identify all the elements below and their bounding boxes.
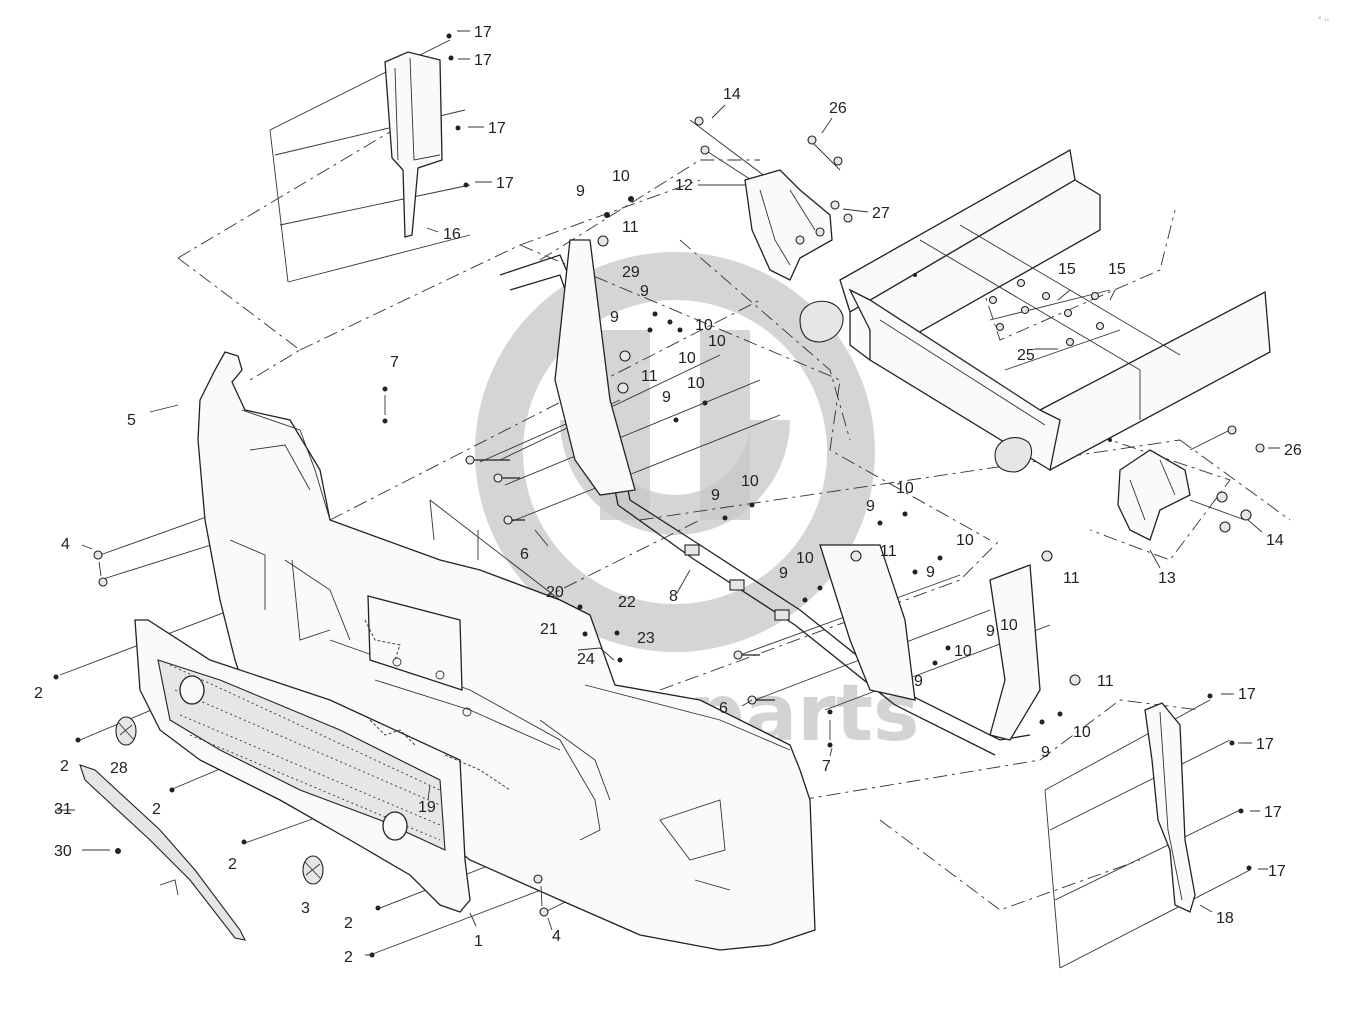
callout-2: 2 bbox=[34, 685, 43, 702]
callout-10: 10 bbox=[956, 532, 974, 549]
bumper-beam-8 bbox=[499, 239, 1041, 756]
callout-10: 10 bbox=[1073, 724, 1091, 741]
callout-9: 9 bbox=[610, 309, 619, 326]
right-corner-bracket-18 bbox=[1144, 693, 1252, 913]
corner-mark: ° ‹‹ bbox=[1318, 16, 1330, 24]
callout-7: 7 bbox=[822, 758, 831, 775]
callout-11: 11 bbox=[1063, 570, 1080, 587]
callout-19: 19 bbox=[418, 799, 436, 816]
chassis-frame bbox=[799, 148, 1271, 473]
callout-11: 11 bbox=[641, 368, 658, 385]
callout-13: 13 bbox=[1158, 570, 1176, 587]
callout-15: 15 bbox=[1058, 261, 1076, 278]
callout-3: 3 bbox=[301, 900, 310, 917]
callout-25: 25 bbox=[1017, 347, 1035, 364]
callout-10: 10 bbox=[896, 480, 914, 497]
callout-17: 17 bbox=[1238, 686, 1256, 703]
small-parts-20-24 bbox=[429, 499, 623, 663]
callout-7: 7 bbox=[390, 354, 399, 371]
callout-10: 10 bbox=[678, 350, 696, 367]
grille-panel-1 bbox=[134, 619, 471, 913]
callout-2: 2 bbox=[344, 915, 353, 932]
callout-10: 10 bbox=[741, 473, 759, 490]
callout-16: 16 bbox=[443, 226, 461, 243]
callout-11: 11 bbox=[1097, 673, 1114, 690]
callout-30: 30 bbox=[54, 843, 72, 860]
fasteners bbox=[694, 116, 1265, 453]
mesh-strip-31 bbox=[79, 764, 246, 941]
callout-17: 17 bbox=[488, 120, 506, 137]
callout-9: 9 bbox=[866, 498, 875, 515]
callout-9: 9 bbox=[926, 564, 935, 581]
beam-fasteners bbox=[382, 196, 1081, 748]
lower-trim-19 bbox=[364, 619, 511, 791]
callout-10: 10 bbox=[796, 550, 814, 567]
callout-10: 10 bbox=[695, 317, 713, 334]
callout-labels: 17 17 17 17 16 14 26 12 27 15 15 25 26 1… bbox=[34, 24, 1302, 966]
callout-14: 14 bbox=[1266, 532, 1284, 549]
bumper-shell-5 bbox=[197, 351, 816, 951]
fog-grill-28 bbox=[115, 716, 137, 746]
callout-31: 31 bbox=[54, 801, 72, 818]
left-corner-bracket-16 bbox=[384, 33, 469, 238]
callout-21: 21 bbox=[540, 621, 558, 638]
callout-17: 17 bbox=[1264, 804, 1282, 821]
callout-9: 9 bbox=[1041, 744, 1050, 761]
callout-9: 9 bbox=[711, 487, 720, 504]
callout-26: 26 bbox=[829, 100, 847, 117]
callout-9: 9 bbox=[779, 565, 788, 582]
callout-12: 12 bbox=[675, 177, 693, 194]
callout-15: 15 bbox=[1108, 261, 1126, 278]
callout-10: 10 bbox=[612, 168, 630, 185]
callout-26: 26 bbox=[1284, 442, 1302, 459]
callout-5: 5 bbox=[127, 412, 136, 429]
callout-14: 14 bbox=[723, 86, 741, 103]
callout-17: 17 bbox=[496, 175, 514, 192]
callout-11: 11 bbox=[622, 219, 639, 236]
callout-2: 2 bbox=[60, 758, 69, 775]
bolts-6 bbox=[465, 455, 775, 705]
callout-10: 10 bbox=[954, 643, 972, 660]
callout-17: 17 bbox=[1268, 863, 1286, 880]
callout-1: 1 bbox=[474, 933, 483, 950]
callout-17: 17 bbox=[474, 24, 492, 41]
bracket-13 bbox=[1117, 449, 1252, 541]
callout-9: 9 bbox=[914, 673, 923, 690]
callout-4: 4 bbox=[552, 928, 561, 945]
callout-28: 28 bbox=[110, 760, 128, 777]
callout-22: 22 bbox=[618, 594, 636, 611]
callout-2: 2 bbox=[228, 856, 237, 873]
callout-9: 9 bbox=[576, 183, 585, 200]
callout-8: 8 bbox=[669, 588, 678, 605]
fog-grill-3 bbox=[302, 855, 324, 885]
callout-6: 6 bbox=[719, 700, 728, 717]
bracket-12 bbox=[744, 169, 853, 281]
callout-17: 17 bbox=[474, 52, 492, 69]
callout-20: 20 bbox=[546, 584, 564, 601]
callout-17: 17 bbox=[1256, 736, 1274, 753]
callout-6: 6 bbox=[520, 546, 529, 563]
callout-24: 24 bbox=[577, 651, 595, 668]
callout-2: 2 bbox=[152, 801, 161, 818]
callout-10: 10 bbox=[708, 333, 726, 350]
callout-29: 29 bbox=[622, 264, 640, 281]
callout-18: 18 bbox=[1216, 910, 1234, 927]
callout-11: 11 bbox=[880, 543, 897, 560]
callout-23: 23 bbox=[637, 630, 655, 647]
callout-10: 10 bbox=[687, 375, 705, 392]
callout-9: 9 bbox=[662, 389, 671, 406]
callout-9: 9 bbox=[640, 283, 649, 300]
screws bbox=[53, 395, 831, 958]
callout-2: 2 bbox=[344, 949, 353, 966]
callout-9: 9 bbox=[986, 623, 995, 640]
callout-4: 4 bbox=[61, 536, 70, 553]
callout-dashes bbox=[458, 30, 1250, 744]
callout-10: 10 bbox=[1000, 617, 1018, 634]
callout-27: 27 bbox=[872, 205, 890, 222]
